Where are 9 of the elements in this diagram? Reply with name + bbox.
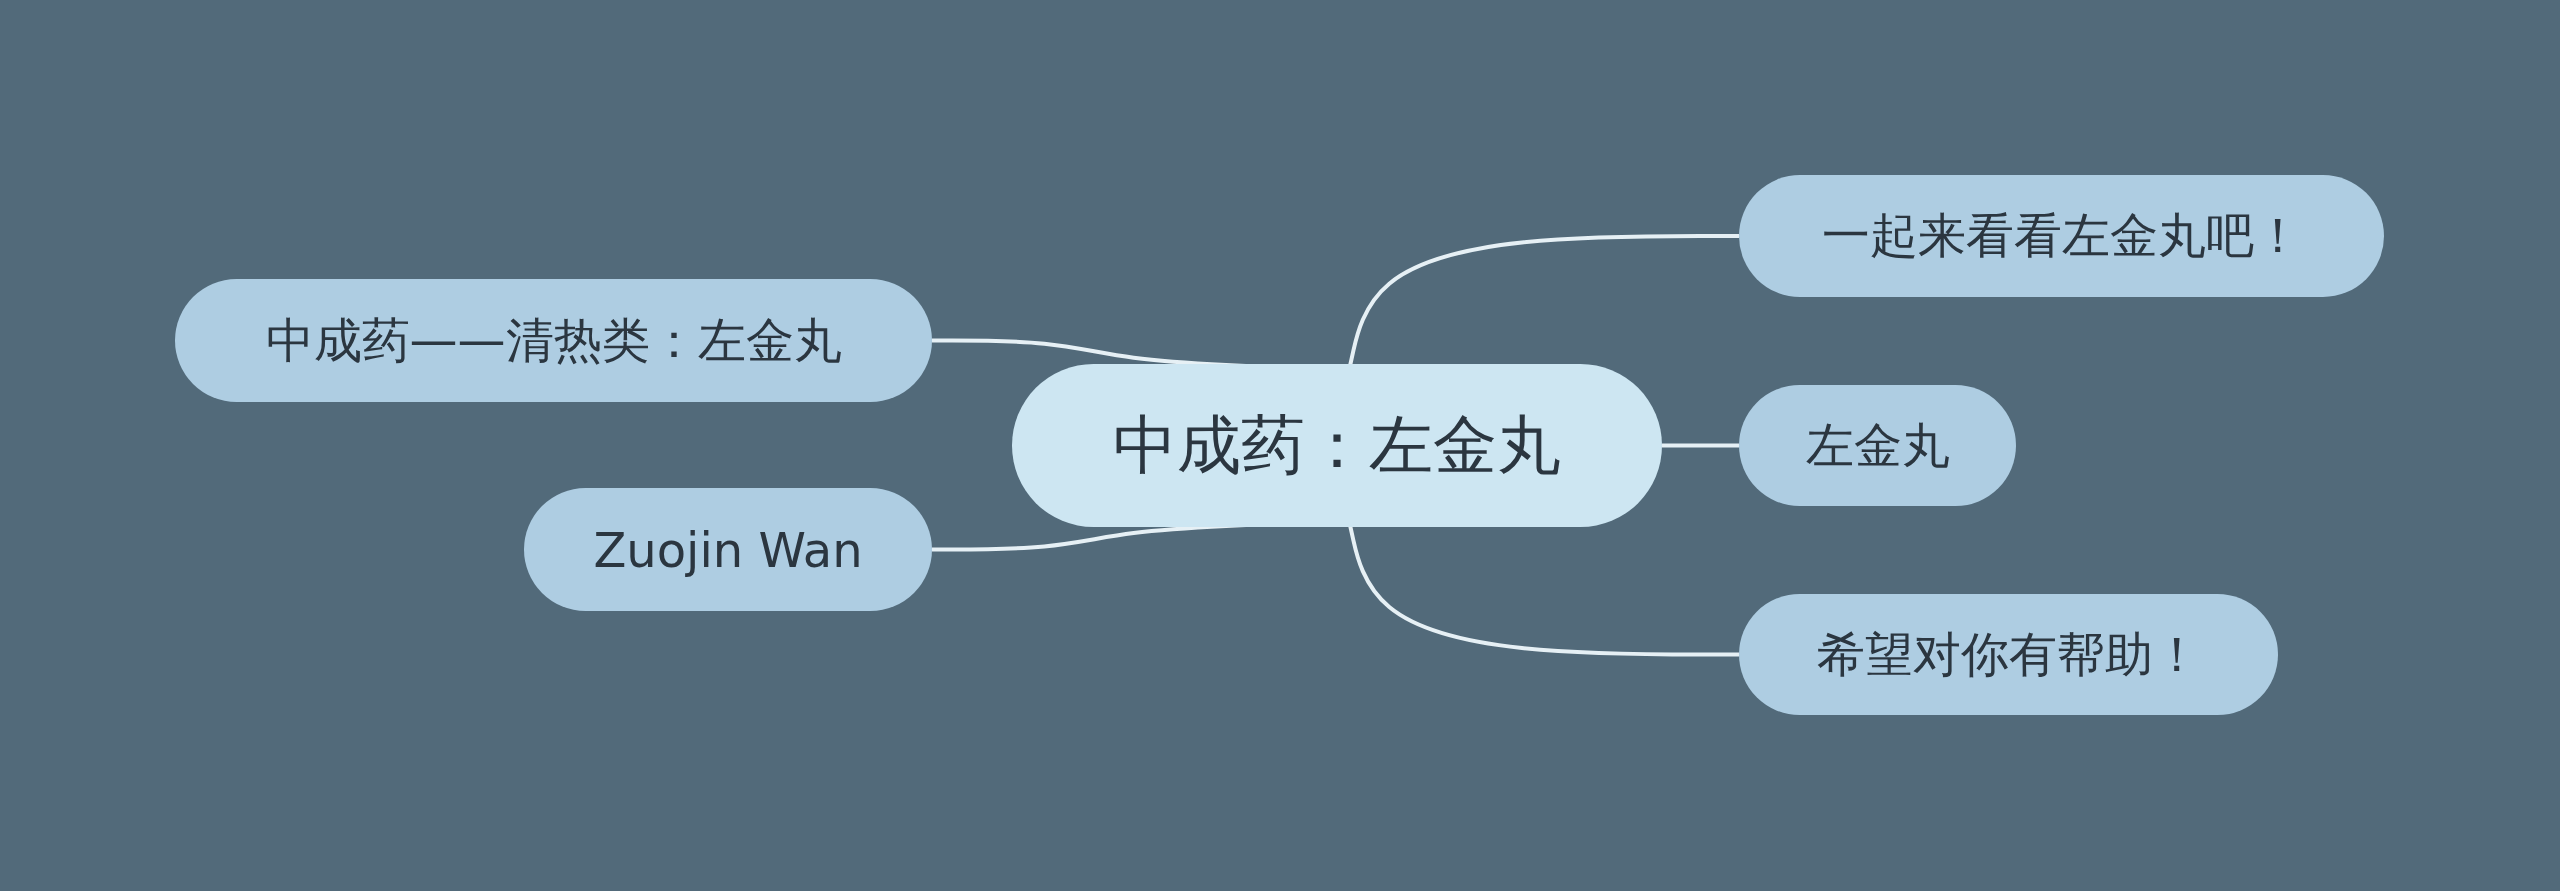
connector-curve	[1348, 234, 1739, 367]
topic-pill: 左金丸	[1739, 385, 2016, 506]
connector-curve	[1348, 524, 1739, 657]
topic-pill: Zuojin Wan	[524, 488, 932, 611]
connector-curve	[1662, 443, 1739, 448]
central-topic: 中成药：左金丸	[1012, 364, 1662, 527]
topic-pill: 一起来看看左金丸吧！	[1739, 175, 2384, 297]
topic-pill: 中成药——清热类：左金丸	[175, 279, 932, 402]
topic-pill: 希望对你有帮助！	[1739, 594, 2278, 715]
